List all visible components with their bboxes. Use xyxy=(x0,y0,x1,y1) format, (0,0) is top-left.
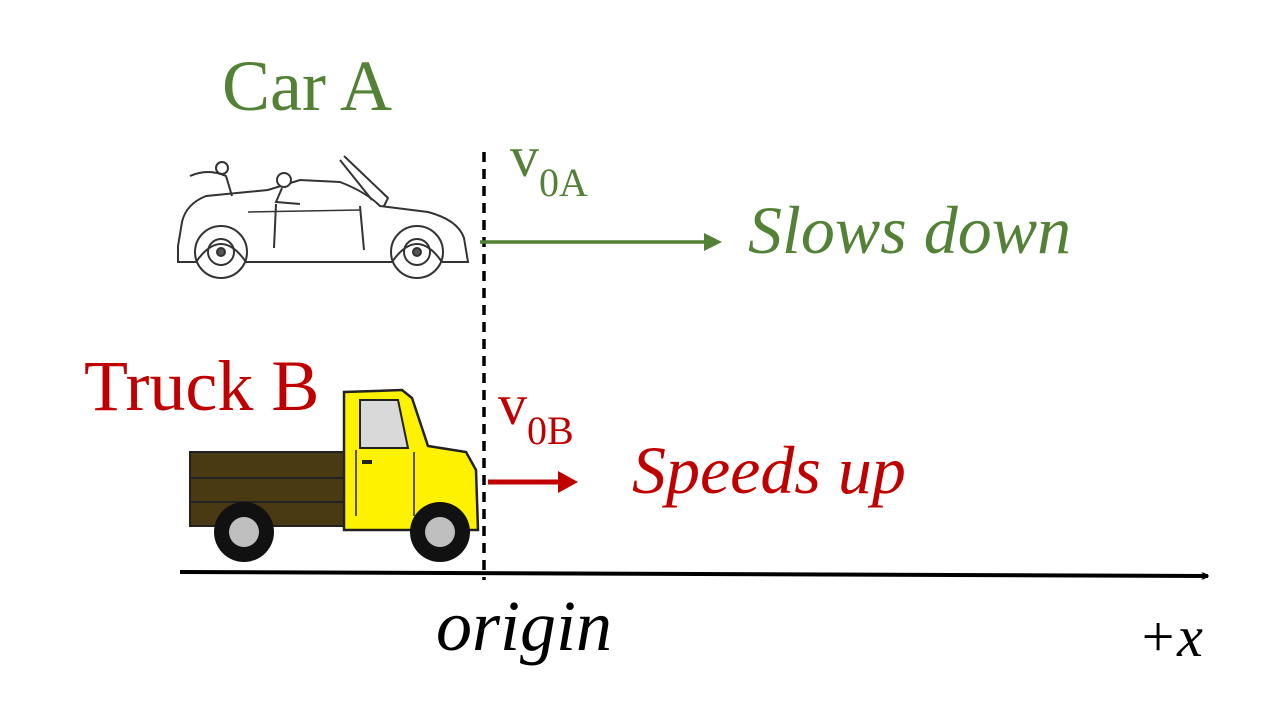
car-a-label: Car A xyxy=(222,46,392,126)
velocity-subscript-b: 0B xyxy=(527,408,574,453)
origin-label: origin xyxy=(436,586,613,666)
velocity-label-b: v0B xyxy=(498,376,574,451)
velocity-arrow-a xyxy=(480,233,722,251)
pickup-truck-icon xyxy=(189,388,480,562)
truck-b-label: Truck B xyxy=(84,346,320,426)
convertible-car-icon xyxy=(177,155,470,279)
car-a-motion-label: Slows down xyxy=(748,192,1072,268)
velocity-arrow-b xyxy=(488,471,578,493)
velocity-symbol-b: v xyxy=(498,372,527,437)
velocity-symbol-a: v xyxy=(510,124,539,189)
velocity-subscript-a: 0A xyxy=(539,160,588,205)
velocity-label-a: v0A xyxy=(510,128,588,203)
truck-b-motion-label: Speeds up xyxy=(632,432,906,508)
x-axis-line xyxy=(179,570,1208,576)
axis-direction-label: +x xyxy=(1138,604,1203,669)
